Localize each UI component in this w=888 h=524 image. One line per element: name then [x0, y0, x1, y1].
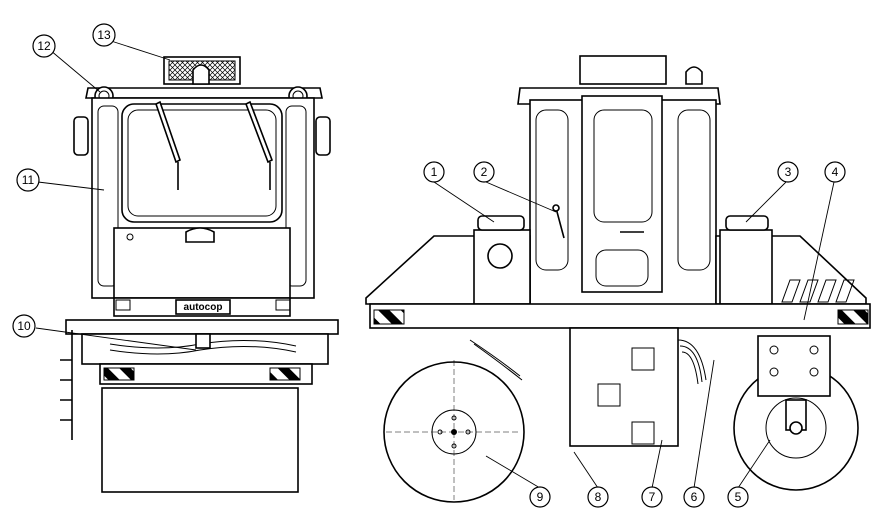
svg-text:3: 3	[785, 165, 792, 179]
callout-12: 12	[32, 34, 56, 58]
callouts: 1 2 3 4 5 6 7 8 9 10 11 12 13	[12, 23, 846, 508]
svg-text:10: 10	[17, 319, 31, 333]
windscreen	[121, 103, 283, 223]
svg-text:6: 6	[691, 490, 698, 504]
callout-2: 2	[473, 161, 495, 183]
brand-plate	[175, 299, 231, 315]
articulation-housing	[569, 327, 679, 447]
roof-light-bar	[163, 56, 241, 85]
callout-9-leader	[485, 455, 541, 489]
hydraulic-hoses	[677, 339, 707, 385]
main-frame	[369, 303, 871, 329]
callout-5-leader	[737, 439, 771, 489]
callout-8: 8	[587, 486, 609, 508]
svg-text:13: 13	[97, 28, 111, 42]
callout-12-leader	[49, 49, 101, 93]
callout-11-leader	[37, 181, 105, 191]
callout-8-leader	[573, 451, 599, 489]
callout-9: 9	[529, 486, 551, 508]
callout-1-leader	[433, 181, 495, 223]
front-drum	[101, 387, 299, 493]
callout-2-leader	[485, 181, 557, 213]
callout-7-leader	[651, 439, 663, 489]
cab-door	[581, 95, 663, 293]
side-view	[365, 55, 871, 503]
side-roof-box	[579, 55, 667, 85]
front-bumper	[99, 363, 313, 385]
svg-text:5: 5	[735, 490, 742, 504]
svg-text:9: 9	[537, 490, 544, 504]
callout-3: 3	[777, 161, 799, 183]
svg-text:4: 4	[832, 165, 839, 179]
svg-text:11: 11	[22, 173, 35, 187]
control-lever	[555, 207, 565, 239]
side-beacon	[685, 66, 703, 85]
brand-plate-text: autocop	[184, 302, 223, 313]
svg-text:7: 7	[649, 490, 656, 504]
callout-10: 10	[12, 314, 36, 338]
water-tank	[719, 229, 773, 305]
svg-text:1: 1	[431, 165, 438, 179]
callout-4: 4	[824, 161, 846, 183]
right-wiper	[244, 100, 274, 164]
drum-bracket	[757, 335, 831, 397]
callout-13: 13	[92, 23, 116, 47]
callout-4-leader	[803, 181, 835, 321]
callout-13-leader	[107, 39, 171, 61]
svg-text:2: 2	[481, 165, 488, 179]
callout-6: 6	[683, 486, 705, 508]
callout-3-leader	[745, 181, 787, 223]
left-mirror	[73, 116, 89, 156]
callout-1: 1	[423, 161, 445, 183]
callout-6-leader	[693, 359, 715, 489]
right-mirror	[315, 116, 331, 156]
callout-7: 7	[641, 486, 663, 508]
front-view: autocop	[60, 56, 339, 493]
cab-roof	[85, 87, 323, 99]
svg-text:8: 8	[595, 490, 602, 504]
callout-10-leader	[35, 327, 197, 351]
svg-text:12: 12	[37, 39, 51, 53]
callout-11: 11	[16, 168, 40, 192]
front-chassis	[65, 319, 339, 335]
left-wiper	[155, 100, 181, 164]
callout-5: 5	[727, 486, 749, 508]
